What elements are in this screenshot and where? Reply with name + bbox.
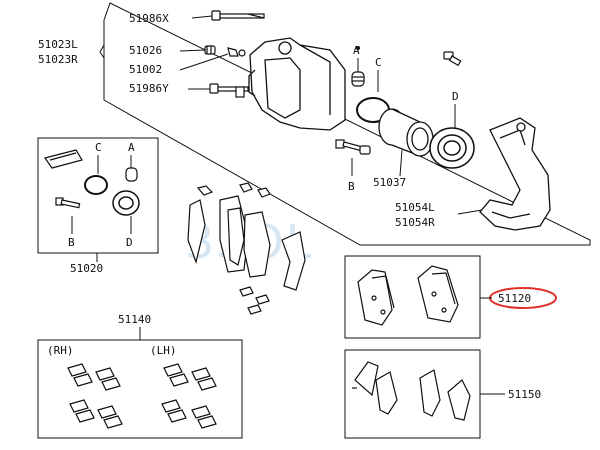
- leader-line: [179, 49, 206, 52]
- label-51002: 51002: [129, 63, 162, 76]
- guide-pin-boot-icon: [351, 71, 365, 87]
- kit-dust-boot-icon: [112, 190, 140, 216]
- bolt-51986y-icon: [209, 83, 249, 98]
- label-51150: 51150: [508, 388, 541, 401]
- bracket-line: [99, 44, 105, 59]
- exploded-pads-icon: [187, 182, 306, 315]
- kit-pin-icon: [55, 197, 81, 209]
- label-51140: 51140: [118, 313, 151, 326]
- dust-boot-icon: [429, 127, 475, 169]
- pad-set-box: [344, 255, 481, 339]
- label-51054l: 51054L: [395, 201, 435, 214]
- bleeder-cap-51026-icon: [204, 45, 216, 55]
- label-51037: 51037: [373, 176, 406, 189]
- callout-kit-b: B: [68, 236, 75, 249]
- callout-dot: [356, 46, 360, 50]
- caliper-bracket-icon: [479, 117, 551, 231]
- leader-line: [179, 53, 229, 71]
- label-51986y: 51986Y: [129, 82, 169, 95]
- callout-main-d: D: [452, 90, 459, 103]
- leader-line: [191, 15, 213, 19]
- pad-set-icon: [357, 265, 459, 326]
- caliper-assembly-box: [103, 2, 591, 246]
- shim-kit-box: [37, 339, 243, 439]
- callout-kit-c: C: [95, 141, 102, 154]
- callout-main-a: A: [353, 44, 360, 57]
- kit-boot-icon: [125, 167, 138, 182]
- label-51023l: 51023L: [38, 38, 78, 51]
- bleeder-screw-51002-icon: [227, 47, 246, 57]
- slide-pin-icon: [335, 139, 371, 155]
- piston-51037-icon: [378, 108, 434, 157]
- grease-pack-icon: [44, 149, 83, 169]
- caliper-body-icon: [248, 37, 346, 131]
- label-51023r: 51023R: [38, 53, 78, 66]
- label-51120: 51120: [498, 292, 531, 305]
- label-51020: 51020: [70, 262, 103, 275]
- label-lh: (LH): [150, 344, 177, 357]
- leader-line: [399, 149, 403, 177]
- callout-main-c: C: [375, 56, 382, 69]
- rh-clips-icon: [67, 363, 123, 429]
- label-51054r: 51054R: [395, 216, 435, 229]
- leader-line: [457, 209, 483, 215]
- lh-clips-icon: [161, 363, 217, 429]
- callout-main-b: B: [348, 180, 355, 193]
- callout-kit-a: A: [128, 141, 135, 154]
- seal-kit-box: [37, 137, 159, 254]
- kit-seal-icon: [84, 175, 108, 195]
- label-rh: (RH): [47, 344, 74, 357]
- shim-set-icon: [352, 361, 471, 421]
- label-51026: 51026: [129, 44, 162, 57]
- label-51986x: 51986X: [129, 12, 169, 25]
- callout-kit-d: D: [126, 236, 133, 249]
- bolt-51986x-icon: [211, 10, 265, 21]
- small-bolt-icon: [443, 51, 462, 67]
